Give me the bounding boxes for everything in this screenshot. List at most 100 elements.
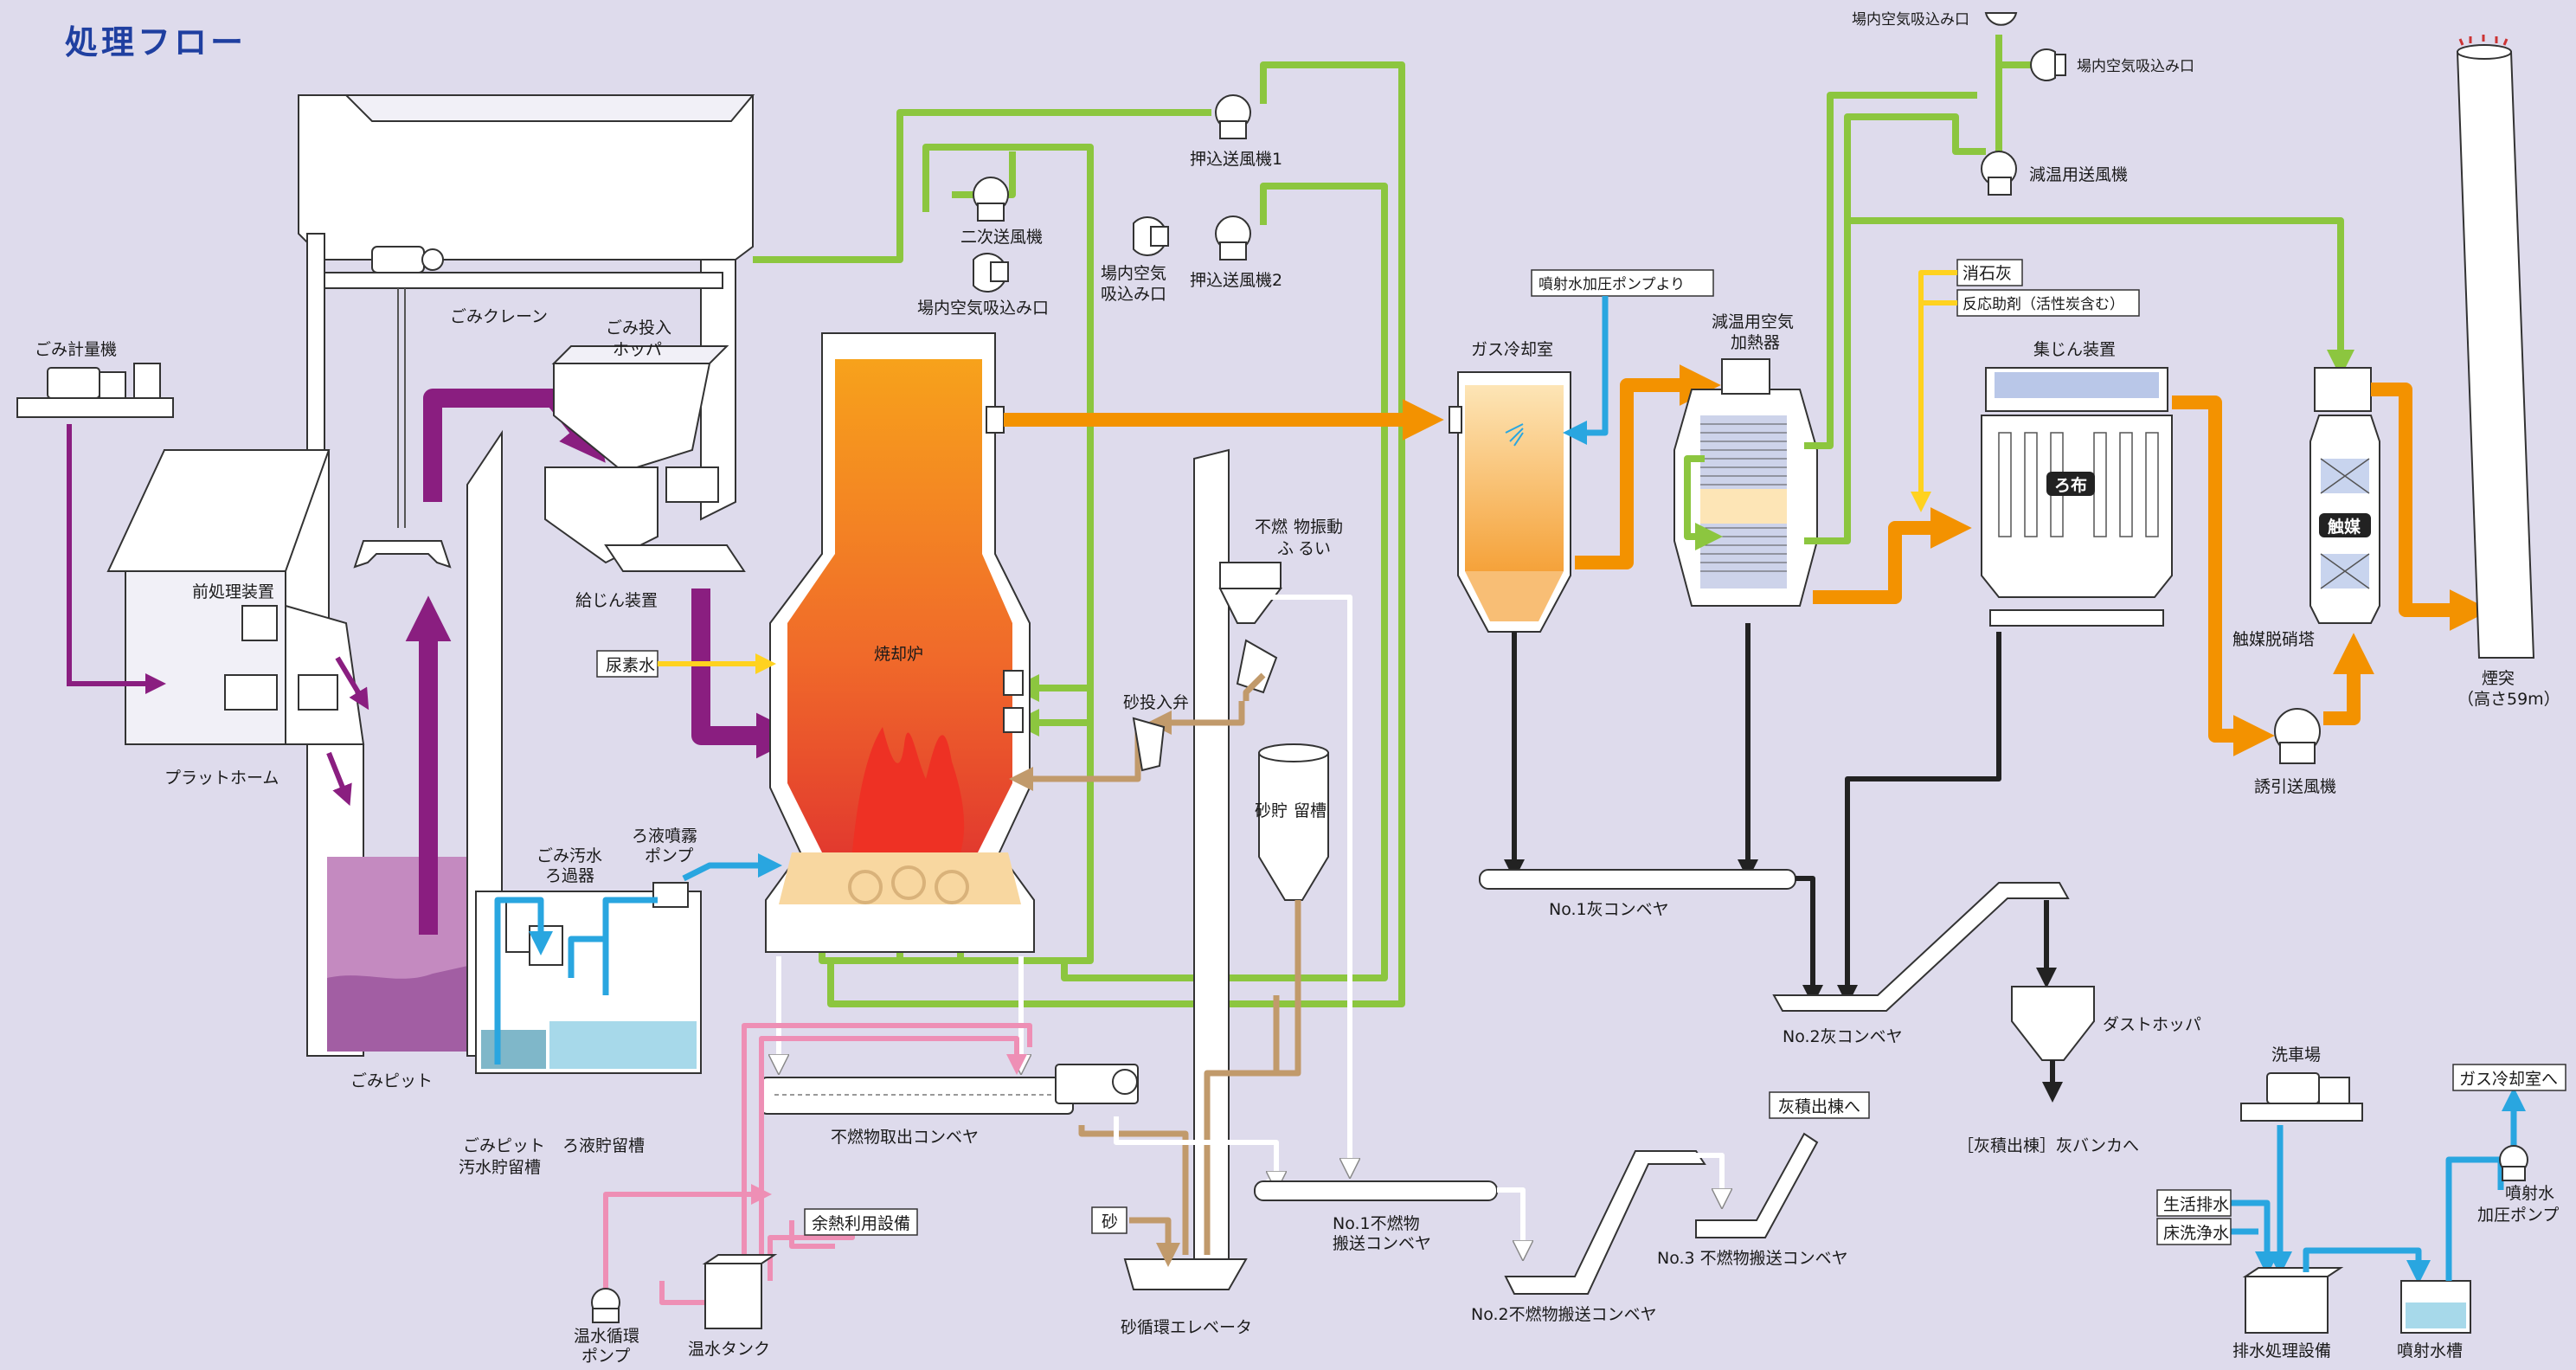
no2-incombustible-conveyor	[1504, 1150, 1706, 1295]
bag-filter	[1981, 367, 2173, 627]
push-fan-1	[1215, 94, 1251, 139]
label-osui-rokaki-2: ろ過器	[545, 866, 594, 885]
hot-water-loop-2	[759, 1036, 1027, 1255]
label-yuka-senjo: 床洗浄水	[2163, 1224, 2229, 1243]
water-to-spray-tank	[2303, 1247, 2431, 1284]
label-osui-tank-1: ごみピット	[463, 1136, 545, 1155]
label-shokubai-datsusho: 触媒脱硝塔	[2232, 630, 2315, 649]
stack	[2456, 35, 2535, 659]
tag-haiseki	[1769, 1091, 1870, 1119]
air-line-push-2	[1061, 183, 1388, 981]
label-suna-elevator: 砂循環エレベータ	[1121, 1318, 1252, 1337]
sand-flow-return	[1147, 701, 1245, 735]
sand-inlet-valve	[1132, 717, 1166, 772]
tag-yonetsu	[804, 1208, 918, 1236]
air-heater-loop	[1684, 455, 1723, 550]
air-line-2nd-fan	[952, 151, 1016, 198]
label-onsui-pump-1: 温水循環	[574, 1327, 639, 1346]
label-osui-tank-2: 汚水貯留槽	[459, 1158, 541, 1177]
label-senshajo: 洗車場	[2271, 1045, 2321, 1064]
sand-flow-conveyor	[1078, 1125, 1189, 1255]
water-flow-pump	[602, 897, 658, 987]
label-hai-bunker: ［灰積出棟］灰バンカへ	[1957, 1136, 2139, 1155]
air-line-push-1	[827, 61, 1405, 1007]
truck-scale	[16, 363, 174, 418]
no2-ash-conveyor	[1772, 882, 2070, 1012]
label-rofu: ろ布	[2054, 475, 2087, 495]
label-jonai-kuki-1: 場内空気吸込み口	[917, 299, 1049, 318]
sand-flow-down	[1204, 900, 1301, 1255]
flue-gas-to-stack	[2371, 383, 2491, 631]
label-roeki-pump-2: ポンプ	[645, 846, 693, 865]
tag-yuka	[2156, 1218, 2232, 1245]
incinerator	[765, 332, 1035, 953]
air-line-cooling-1	[1804, 92, 1977, 449]
label-no2-hai: No.2灰コンベヤ	[1783, 1027, 1903, 1046]
tag-suna	[1091, 1206, 1127, 1234]
push-fan-2	[1215, 215, 1251, 260]
flue-gas-to-idfan	[2172, 396, 2275, 756]
no1-ash-conveyor	[1479, 869, 1796, 890]
air-heater	[1673, 358, 1818, 607]
label-funsha-kaatsu-1: 噴射水	[2505, 1184, 2554, 1203]
air-line-cooling-3	[1847, 217, 2354, 377]
secondary-fan	[973, 177, 1009, 222]
label-gomi-keiryouki: ごみ計量機	[35, 340, 117, 359]
no3-incombustible-conveyor	[1695, 1132, 1819, 1238]
label-no1-funen-2: 搬送コンベヤ	[1333, 1234, 1431, 1253]
label-yonetsu: 余熱利用設備	[812, 1214, 910, 1233]
spray-water-tank	[2400, 1280, 2471, 1334]
cooling-fan	[1981, 151, 2017, 196]
ash-no1-to-no2	[1795, 876, 1823, 1006]
label-gas-reikyaku-e: ガス冷却室へ	[2459, 1070, 2558, 1089]
spray-water-flow	[1563, 296, 1609, 445]
sand-flow-input	[1129, 1217, 1180, 1267]
chemical-feed	[1911, 270, 1957, 512]
hot-water-to-pump	[659, 1281, 705, 1305]
label-no2-funen: No.2不燃物搬送コンベヤ	[1471, 1305, 1657, 1324]
label-jonai-kuki-2b: 吸込み口	[1101, 285, 1166, 304]
label-shujin: 集じん装置	[2033, 340, 2116, 359]
label-entotsu-1: 煙突	[2482, 669, 2515, 688]
sand-flow-to-furnace	[1009, 727, 1141, 791]
flue-gas-to-heater	[1575, 364, 1721, 569]
label-haisui-shori: 排水処理設備	[2232, 1341, 2331, 1360]
label-shokubai: 触媒	[2328, 517, 2361, 537]
label-funsha-pump: 噴射水加圧ポンプより	[1539, 276, 1685, 293]
label-gen-kanetsuki-1: 減温用空気	[1712, 312, 1794, 331]
sand-elevator	[1123, 448, 1282, 1290]
water-seikatsu	[2215, 1200, 2279, 1276]
label-jonai-kuki-2a: 場内空気	[1101, 264, 1166, 283]
label-dust-hopper: ダストホッパ	[2103, 1015, 2201, 1034]
label-oshikomi-2: 押込送風機2	[1190, 271, 1282, 290]
water-flow-to-furnace	[682, 853, 782, 882]
waste-hopper	[544, 345, 746, 572]
hot-water-tank	[702, 1254, 778, 1329]
label-suna-choso-2: 留槽	[1294, 801, 1327, 820]
tag-rofu	[2046, 472, 2095, 496]
label-funsha-kaatsu-2: 加圧ポンプ	[2477, 1206, 2559, 1225]
hot-water-pump	[591, 1288, 620, 1323]
label-hanno-jozai: 反応助剤（活性炭含む）	[1963, 296, 2124, 313]
water-flow-pit-1	[494, 897, 553, 1064]
label-funenbutsu-3: ふ	[1277, 539, 1294, 558]
label-gomi-hopper-2: ホッパ	[613, 340, 662, 359]
label-funen-toridashi: 不燃物取出コンベヤ	[831, 1128, 979, 1147]
label-haiseki-1: 灰積出棟へ	[1778, 1097, 1860, 1116]
label-funsha-suiso: 噴射水槽	[2397, 1341, 2463, 1360]
flue-gas-to-scr	[2323, 633, 2374, 725]
hot-water-loop-1	[734, 1023, 1032, 1283]
dust-hopper	[2011, 986, 2095, 1061]
label-kyujin: 給じん装置	[575, 591, 658, 610]
label-no3-funen: No.3 不燃物搬送コンベヤ	[1657, 1249, 1848, 1268]
waste-flow-to-furnace	[691, 589, 802, 759]
intake-1	[973, 253, 1009, 293]
label-osui-rokaki-1: ごみ汚水	[536, 846, 602, 865]
label-onsui-tank: 温水タンク	[688, 1340, 770, 1359]
incombustible-to-sieve	[1255, 595, 1350, 1168]
label-jonai-kuki-3: 場内空気吸込み口	[1852, 11, 1969, 29]
tag-funsha-pump	[1531, 269, 1714, 297]
label-suna-tonyuben: 砂投入弁	[1123, 693, 1189, 712]
waste-flow-platform-1	[335, 656, 369, 711]
label-jonai-kuki-4: 場内空気吸込み口	[2077, 58, 2194, 75]
